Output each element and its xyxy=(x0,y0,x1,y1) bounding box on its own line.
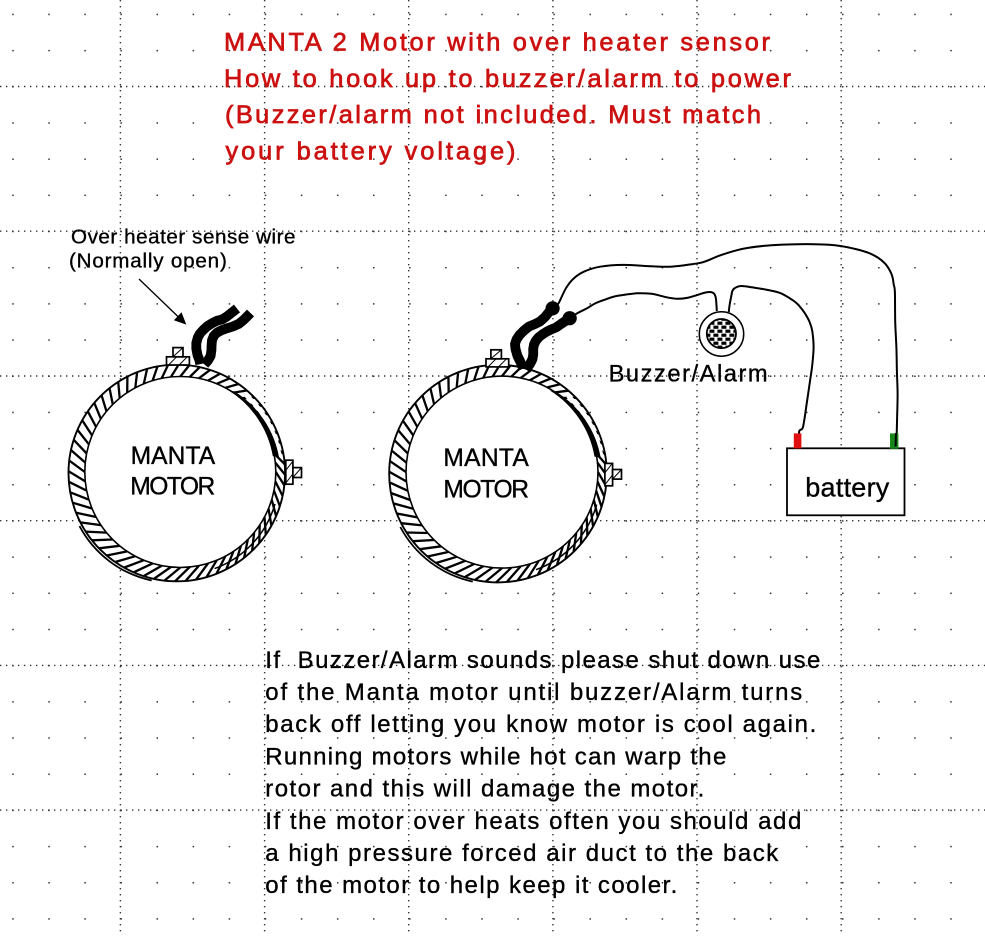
svg-text:(Normally open): (Normally open) xyxy=(69,249,227,272)
svg-text:a high pressure forced air duc: a high pressure forced air duct to the b… xyxy=(265,840,779,867)
svg-text:Running motors while hot can w: Running motors while hot can warp the xyxy=(265,743,726,770)
svg-text:If the motor over heats often: If the motor over heats often you should… xyxy=(265,808,801,835)
svg-text:of the motor to help keep it c: of the motor to help keep it cooler. xyxy=(265,872,677,899)
svg-text:your battery voltage): your battery voltage) xyxy=(226,138,516,166)
svg-text:How to hook up to buzzer/alarm: How to hook up to buzzer/alarm to power xyxy=(224,65,792,93)
svg-text:rotor and this will damage the: rotor and this will damage the motor. xyxy=(265,776,704,803)
svg-text:MANTA: MANTA xyxy=(131,443,216,470)
svg-text:MOTOR: MOTOR xyxy=(443,476,529,503)
svg-text:If Buzzer/Alarm sounds please: If Buzzer/Alarm sounds please shut down … xyxy=(265,647,820,674)
svg-text:battery: battery xyxy=(805,472,890,502)
svg-text:MOTOR: MOTOR xyxy=(130,473,215,500)
svg-text:MANTA: MANTA xyxy=(443,445,529,472)
svg-text:Over heater sense wire: Over heater sense wire xyxy=(71,226,296,249)
svg-text:of the Manta motor until buzze: of the Manta motor until buzzer/Alarm tu… xyxy=(265,679,802,706)
svg-text:Buzzer/Alarm: Buzzer/Alarm xyxy=(609,361,768,387)
svg-text:back off letting you know moto: back off letting you know motor is cool … xyxy=(265,711,816,738)
svg-text:MANTA 2 Motor with over heater: MANTA 2 Motor with over heater sensor xyxy=(224,29,771,57)
